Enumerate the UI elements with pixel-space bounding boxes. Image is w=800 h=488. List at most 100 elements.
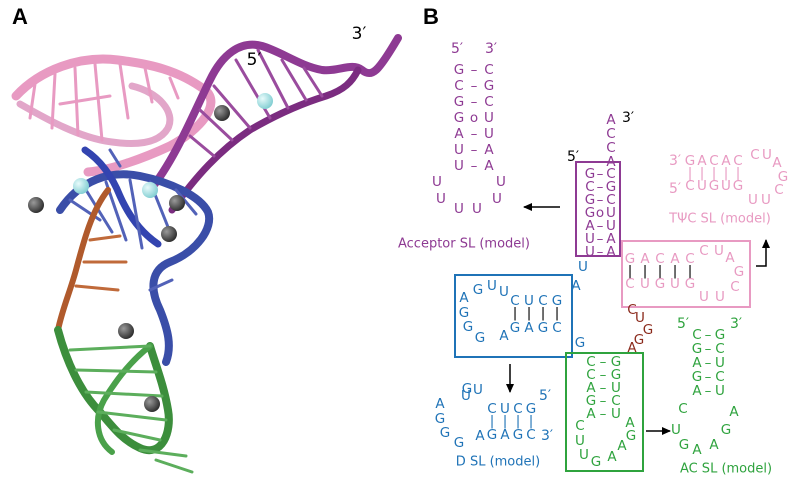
loop-nucleotide: U bbox=[496, 174, 506, 190]
nucleotide: C bbox=[586, 354, 595, 370]
base-pair: – bbox=[705, 327, 712, 343]
nucleotide: C bbox=[685, 178, 694, 194]
nucleotide: A bbox=[697, 153, 707, 169]
nucleotide: G bbox=[526, 401, 536, 417]
linker-strand bbox=[55, 187, 111, 333]
base-pair: | bbox=[673, 263, 678, 279]
loop-nucleotide: C bbox=[699, 243, 708, 259]
base-pair: | bbox=[527, 305, 532, 321]
nucleotide: C bbox=[510, 293, 519, 309]
base-pair: – bbox=[597, 166, 604, 182]
nucleotide: G bbox=[606, 179, 616, 195]
nucleotide: C bbox=[513, 401, 522, 417]
nucleotide: U bbox=[484, 110, 494, 126]
base-pair: – bbox=[597, 244, 604, 260]
base-pair: – bbox=[705, 355, 712, 371]
base-pair: – bbox=[471, 142, 478, 158]
nucleotide: A bbox=[586, 380, 596, 396]
ion-light bbox=[257, 93, 273, 109]
five-prime-label: 5′ bbox=[669, 181, 681, 197]
nucleotide: A bbox=[484, 158, 494, 174]
nucleotide: A bbox=[524, 320, 534, 336]
loop-nucleotide: G bbox=[440, 425, 450, 441]
nucleotide: U bbox=[721, 178, 731, 194]
nucleotide: U bbox=[611, 406, 621, 422]
nucleotide: A bbox=[670, 251, 680, 267]
loop-nucleotide: G bbox=[454, 435, 464, 451]
nucleotide: A bbox=[640, 251, 650, 267]
nucleotide: U bbox=[454, 142, 464, 158]
nucleotide: C bbox=[692, 327, 701, 343]
base-pair: | bbox=[643, 263, 648, 279]
loop-nucleotide: G bbox=[679, 437, 689, 453]
base-pair: | bbox=[513, 305, 518, 321]
nucleotide: U bbox=[715, 383, 725, 399]
nucleotide: C bbox=[625, 276, 634, 292]
nucleotide: G bbox=[692, 341, 702, 357]
loop-nucleotide: A bbox=[459, 290, 469, 306]
loop-nucleotide: C bbox=[730, 279, 739, 295]
base-pair: – bbox=[705, 383, 712, 399]
loop-nucleotide: U bbox=[461, 388, 471, 404]
loop-nucleotide: G bbox=[721, 422, 731, 438]
acceptor-model-caption: Acceptor SL (model) bbox=[398, 237, 530, 252]
loop-nucleotide: U bbox=[699, 289, 709, 305]
nucleotide: U bbox=[585, 231, 595, 247]
trna-3d-structure bbox=[11, 34, 402, 474]
base-pair: – bbox=[705, 341, 712, 357]
loop-nucleotide: A bbox=[725, 250, 735, 266]
tpsic-arm-ribbon-2 bbox=[16, 82, 174, 147]
loop-nucleotide: U bbox=[487, 278, 497, 294]
five-prime-label: 5′ bbox=[451, 41, 463, 57]
nucleotide: G bbox=[709, 178, 719, 194]
loop-nucleotide: A bbox=[435, 396, 445, 412]
nucleotide: G bbox=[611, 367, 621, 383]
nucleotide: G bbox=[586, 393, 596, 409]
structure-5prime-label: 5′ bbox=[247, 50, 262, 70]
anticodon-arm-ribbon-2 bbox=[94, 343, 153, 455]
d-arm-ribbon-2 bbox=[81, 146, 162, 248]
loop-nucleotide: U bbox=[748, 192, 758, 208]
nucleotide: A bbox=[692, 383, 702, 399]
base-pair: | bbox=[688, 263, 693, 279]
nucleotide: A bbox=[606, 231, 616, 247]
loop-nucleotide: A bbox=[617, 438, 627, 454]
nucleotide: C bbox=[715, 341, 724, 357]
base-pair: – bbox=[597, 231, 604, 247]
nucleotide: G bbox=[487, 427, 497, 443]
loop-nucleotide: G bbox=[462, 381, 472, 397]
base-pair: – bbox=[597, 192, 604, 208]
loop-nucleotide: U bbox=[473, 382, 483, 398]
nucleotide: C bbox=[552, 320, 561, 336]
nucleotide: U bbox=[606, 218, 616, 234]
loop-nucleotide: U bbox=[715, 289, 725, 305]
three-prime-label: 3′ bbox=[541, 428, 553, 444]
loop-nucleotide: G bbox=[459, 305, 469, 321]
three-prime-label: 3′ bbox=[669, 153, 681, 169]
loop-nucleotide: G bbox=[473, 282, 483, 298]
three-prime-label: 3′ bbox=[622, 110, 634, 126]
loop-nucleotide: U bbox=[714, 243, 724, 259]
anticodon-arm-bases bbox=[68, 344, 194, 474]
loop-nucleotide: G bbox=[435, 411, 445, 427]
loop-nucleotide: U bbox=[671, 422, 681, 438]
nucleotide: C bbox=[585, 179, 594, 195]
nucleotide: A bbox=[585, 218, 595, 234]
anticodon-arm-box bbox=[565, 352, 644, 472]
ac-model-caption: AC SL (model) bbox=[680, 462, 772, 477]
base-pair: – bbox=[600, 367, 607, 383]
nucleotide: U bbox=[697, 178, 707, 194]
nucleotide: G bbox=[454, 94, 464, 110]
nucleotide: C bbox=[586, 367, 595, 383]
loop-nucleotide: U bbox=[761, 192, 771, 208]
loop-nucleotide: A bbox=[625, 415, 635, 431]
nucleotide: C bbox=[487, 401, 496, 417]
nucleotide: G bbox=[552, 293, 562, 309]
loop-nucleotide: G bbox=[463, 319, 473, 335]
d-model-caption: D SL (model) bbox=[456, 455, 540, 470]
acceptor-stem-box bbox=[575, 161, 621, 257]
nucleotide: G bbox=[585, 166, 595, 182]
loop-nucleotide: A bbox=[772, 155, 782, 171]
base-pair: | bbox=[736, 165, 741, 181]
